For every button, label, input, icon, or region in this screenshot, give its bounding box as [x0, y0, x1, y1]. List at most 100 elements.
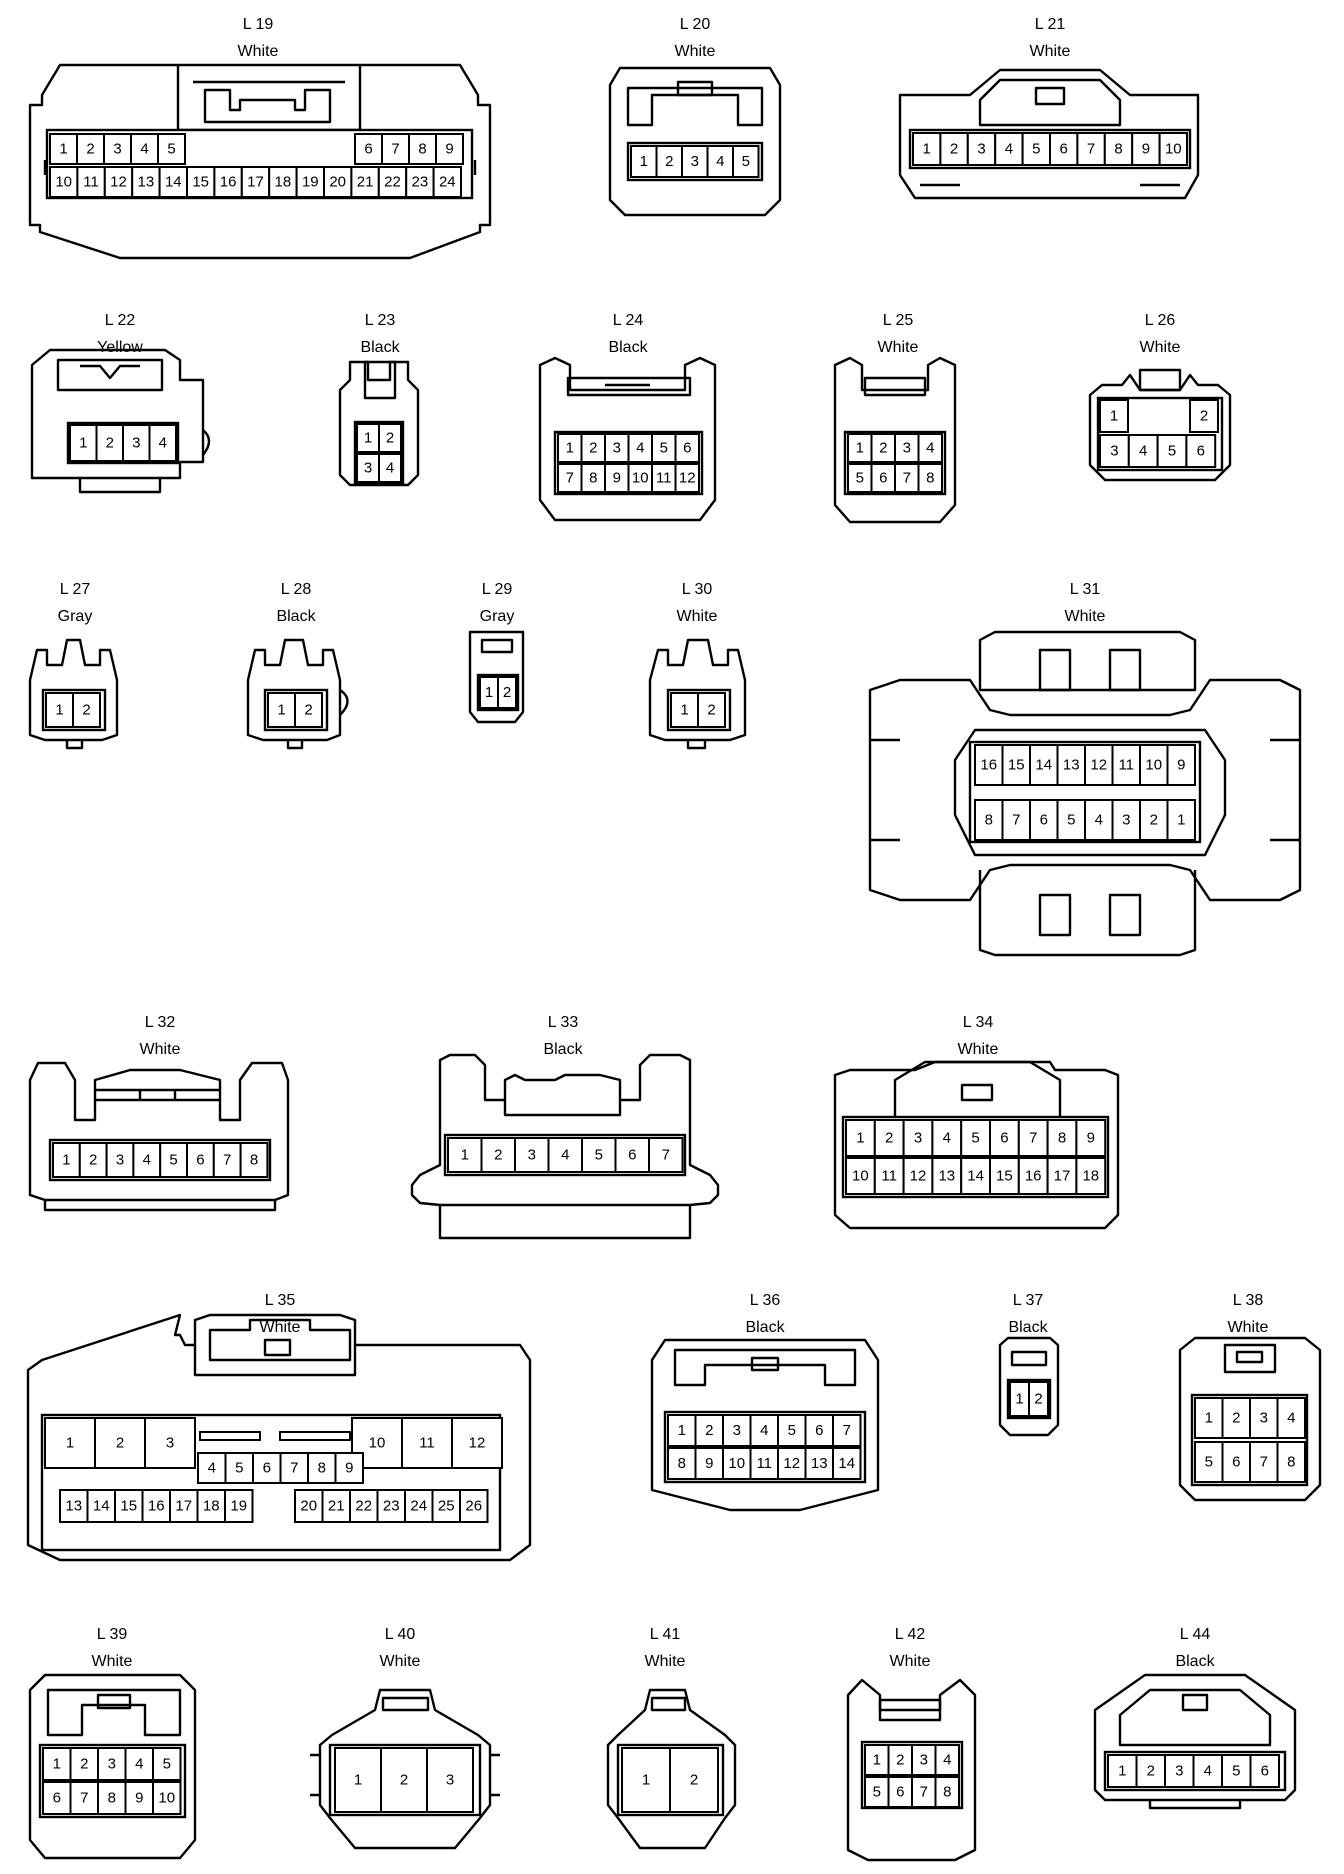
pin-cell: [432, 166, 463, 198]
color-l19: White: [238, 43, 279, 60]
color-l36: Black: [745, 1319, 785, 1336]
pin-cell: [832, 1447, 862, 1480]
pin-label: 1: [485, 684, 493, 701]
pin-label: 1: [873, 1752, 881, 1769]
pin-label: 5: [167, 141, 175, 158]
pin-label: 8: [108, 1790, 116, 1807]
pin-cell: [152, 1781, 182, 1815]
pin-label: 2: [89, 1152, 97, 1169]
pin-label: 3: [1260, 1410, 1268, 1427]
pin-cell: [1156, 434, 1188, 468]
pin-cell: [459, 1489, 489, 1523]
pin-cell: [1029, 799, 1059, 841]
pin-cell: [144, 1417, 196, 1469]
connector-l44: [1093, 1673, 1297, 1810]
pin-label: 2: [82, 702, 90, 719]
pin-label: 7: [903, 470, 911, 487]
pin-label: 13: [811, 1455, 828, 1472]
label-l35: L 35: [265, 1292, 296, 1309]
pin-cell: [648, 1137, 684, 1173]
pin-label: 1: [277, 702, 285, 719]
connector-l20: [608, 66, 782, 217]
pin-cell: [323, 166, 353, 198]
pin-cell: [148, 424, 177, 462]
label-l32: L 32: [145, 1014, 176, 1031]
pin-label: 8: [318, 1460, 326, 1477]
pin-cell: [845, 1157, 876, 1195]
pin-label: 4: [159, 435, 167, 452]
pin-cell: [1103, 132, 1134, 166]
connector-l38: [1178, 1336, 1322, 1502]
pin-label: 5: [1205, 1454, 1213, 1471]
label-l38: L 38: [1233, 1292, 1264, 1309]
pin-label: 2: [665, 153, 673, 170]
pin-label: 8: [943, 1784, 951, 1801]
pin-label: 8: [250, 1152, 258, 1169]
pin-label: 7: [223, 1152, 231, 1169]
pin-label: 2: [896, 1752, 904, 1769]
pin-label: 6: [628, 1147, 636, 1164]
connector-l36: [650, 1338, 880, 1512]
pin-cell: [1001, 799, 1031, 841]
slot: [279, 1431, 351, 1441]
pin-label: 9: [445, 141, 453, 158]
pin-label: 2: [1150, 812, 1158, 829]
pin-label: 12: [783, 1455, 800, 1472]
pin-label: 11: [83, 174, 99, 191]
pin-cell: [1056, 744, 1086, 786]
color-l40: White: [380, 1653, 421, 1670]
pin-label: 1: [53, 1756, 61, 1773]
pin-cell: [1099, 399, 1129, 433]
pin-cell: [1249, 1397, 1279, 1439]
color-l38: White: [1228, 1319, 1269, 1336]
pin-label: 4: [943, 1752, 951, 1769]
connector-l42: [846, 1678, 977, 1862]
pin-label: 10: [369, 1435, 386, 1452]
color-l31: White: [1065, 608, 1106, 625]
pin-label: 7: [1012, 812, 1020, 829]
pin-cell: [141, 1489, 171, 1523]
pin-label: 4: [143, 1152, 151, 1169]
pin-cell: [621, 1747, 671, 1813]
pin-label: 2: [1147, 1763, 1155, 1780]
connector-l41: [606, 1688, 737, 1850]
pin-label: 3: [977, 141, 985, 158]
pin-cell: [152, 1747, 182, 1781]
pin-label: 7: [566, 470, 574, 487]
pin-label: 17: [175, 1498, 192, 1515]
pin-label: 6: [1000, 1130, 1008, 1147]
pin-cell: [1076, 132, 1106, 166]
pin-label: 4: [1287, 1410, 1295, 1427]
pin-cell: [49, 166, 79, 198]
pin-cell: [378, 453, 402, 483]
pin-label: 6: [196, 1152, 204, 1169]
pin-label: 4: [1095, 812, 1103, 829]
pin-label: 22: [355, 1498, 372, 1515]
pin-label: 3: [1122, 812, 1130, 829]
pin-label: 13: [1063, 757, 1080, 774]
pin-label: 18: [1082, 1168, 1099, 1185]
connector-l21: [898, 68, 1200, 200]
pin-label: 5: [595, 1147, 603, 1164]
color-l42: White: [890, 1653, 931, 1670]
pin-cell: [158, 166, 189, 198]
connector-l29: [468, 630, 525, 724]
pin-cell: [426, 1747, 474, 1813]
pin-cell: [132, 1142, 162, 1178]
pin-label: 3: [132, 435, 140, 452]
pin-label: 19: [302, 174, 319, 191]
pin-label: 14: [165, 174, 182, 191]
pin-label: 5: [235, 1460, 243, 1477]
pin-label: 2: [950, 141, 958, 158]
pin-cell: [239, 1142, 269, 1178]
pin-cell: [354, 133, 383, 165]
pin-label: 3: [446, 1772, 454, 1789]
pin-cell: [279, 1452, 309, 1484]
